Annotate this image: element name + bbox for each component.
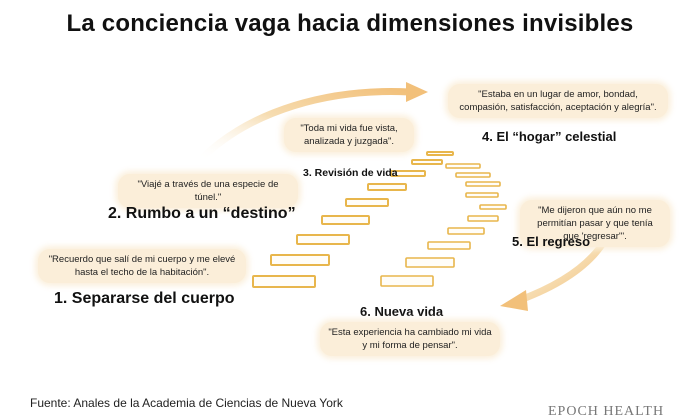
stair-step [467, 215, 499, 222]
stair-step [447, 227, 485, 235]
stair-step [411, 159, 443, 165]
label-step-4: 4. El “hogar” celestial [482, 129, 617, 144]
stair-step [455, 172, 491, 178]
stair-step [390, 170, 426, 177]
stair-step [426, 151, 454, 156]
label-step-5: 5. El regreso [512, 234, 591, 249]
label-step-3: 3. Revisión de vida [303, 167, 398, 179]
page-title: La conciencia vaga hacia dimensiones inv… [66, 10, 634, 37]
ascending-stairs [252, 151, 454, 288]
quote-step-5: "Me dijeron que aún no me permitían pasa… [520, 200, 670, 247]
stair-step [296, 234, 350, 245]
stair-step [427, 241, 471, 250]
stair-step [479, 204, 507, 210]
stair-step [405, 257, 455, 268]
quote-step-3: "Toda mi vida fue vista, analizada y juz… [284, 118, 414, 152]
stair-step [345, 198, 389, 207]
quote-step-2: "Viajé a través de una especie de túnel.… [118, 174, 298, 208]
descending-stairs [380, 163, 507, 287]
stair-step [252, 275, 316, 288]
quote-step-6: "Esta experiencia ha cambiado mi vida y … [320, 322, 500, 356]
stair-step [321, 215, 370, 225]
stair-step [445, 163, 481, 169]
stair-step [270, 254, 330, 266]
label-step-1: 1. Separarse del cuerpo [54, 290, 235, 307]
lower-curve-arrow [500, 236, 609, 311]
upper-curve-arrow [196, 82, 428, 164]
brand-logo: EPOCH HEALTH [548, 404, 665, 419]
stair-step [465, 181, 501, 187]
quote-step-1: "Recuerdo que salí de mi cuerpo y me ele… [38, 249, 246, 283]
label-step-6: 6. Nueva vida [360, 304, 444, 319]
stair-step [367, 183, 407, 191]
stair-step [380, 275, 434, 287]
quote-step-4: "Estaba en un lugar de amor, bondad, com… [448, 84, 668, 118]
stair-step [465, 192, 499, 198]
label-step-2: 2. Rumbo a un “destino” [108, 205, 296, 222]
source-note: Fuente: Anales de la Academia de Ciencia… [30, 396, 343, 410]
